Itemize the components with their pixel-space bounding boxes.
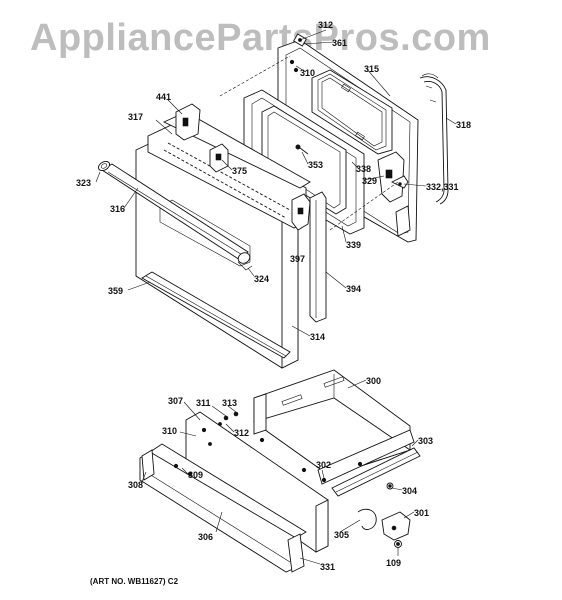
callout-318: 318	[456, 120, 471, 130]
callout-312-drawer: 312	[234, 428, 249, 438]
callout-441: 441	[156, 92, 171, 102]
callout-315: 315	[364, 64, 379, 74]
drawer-outer-trim	[139, 443, 307, 573]
callout-353: 353	[308, 160, 323, 170]
callout-324: 324	[254, 274, 269, 284]
watermark-text: AppliancePartsPros.com	[30, 17, 491, 59]
callout-300: 300	[366, 376, 381, 386]
callout-310-door: 310	[300, 68, 315, 78]
callout-308: 308	[128, 480, 143, 490]
storage-drawer-body	[252, 369, 421, 497]
callout-305: 305	[334, 530, 349, 540]
callout-311: 311	[196, 398, 211, 408]
callout-306: 306	[198, 532, 213, 542]
door-side-channel	[291, 191, 327, 323]
door-handle	[97, 160, 253, 271]
callout-109: 109	[386, 558, 401, 568]
callout-359: 359	[108, 286, 123, 296]
callout-314: 314	[310, 332, 325, 342]
leader-lines	[95, 29, 457, 565]
art-number: (ART NO. WB11627) C2	[90, 577, 179, 586]
vent-slots	[163, 142, 291, 219]
callout-397: 397	[290, 254, 305, 264]
callout-329: 329	[362, 176, 377, 186]
callout-338: 338	[356, 164, 371, 174]
callout-331: 331	[320, 562, 335, 572]
drawer-hardware	[321, 477, 411, 548]
callout-323: 323	[76, 178, 91, 188]
callout-375: 375	[232, 166, 247, 176]
drawer-front-panel	[185, 411, 329, 553]
callout-332-331: 332,331	[426, 182, 459, 192]
callout-302: 302	[316, 460, 331, 470]
callout-304: 304	[402, 486, 417, 496]
callout-317: 317	[128, 112, 143, 122]
callout-312-top: 312	[318, 20, 333, 30]
callout-361: 361	[332, 38, 347, 48]
callout-310-drawer: 310	[162, 426, 177, 436]
callout-313: 313	[222, 398, 237, 408]
callout-301: 301	[414, 508, 429, 518]
callout-307: 307	[168, 396, 183, 406]
callout-316: 316	[110, 204, 125, 214]
door-bottom-trim	[141, 271, 291, 359]
door-inner-liner	[277, 33, 419, 243]
door-gasket	[419, 73, 449, 205]
callout-394: 394	[346, 284, 361, 294]
door-top-vent-trim	[147, 103, 311, 229]
callout-labels: 312 361 310 315 318 441 317 375 353 338 …	[76, 20, 471, 572]
callout-303: 303	[418, 436, 433, 446]
callout-339: 339	[346, 240, 361, 250]
callout-309: 309	[188, 470, 203, 480]
screw-353	[295, 144, 309, 155]
